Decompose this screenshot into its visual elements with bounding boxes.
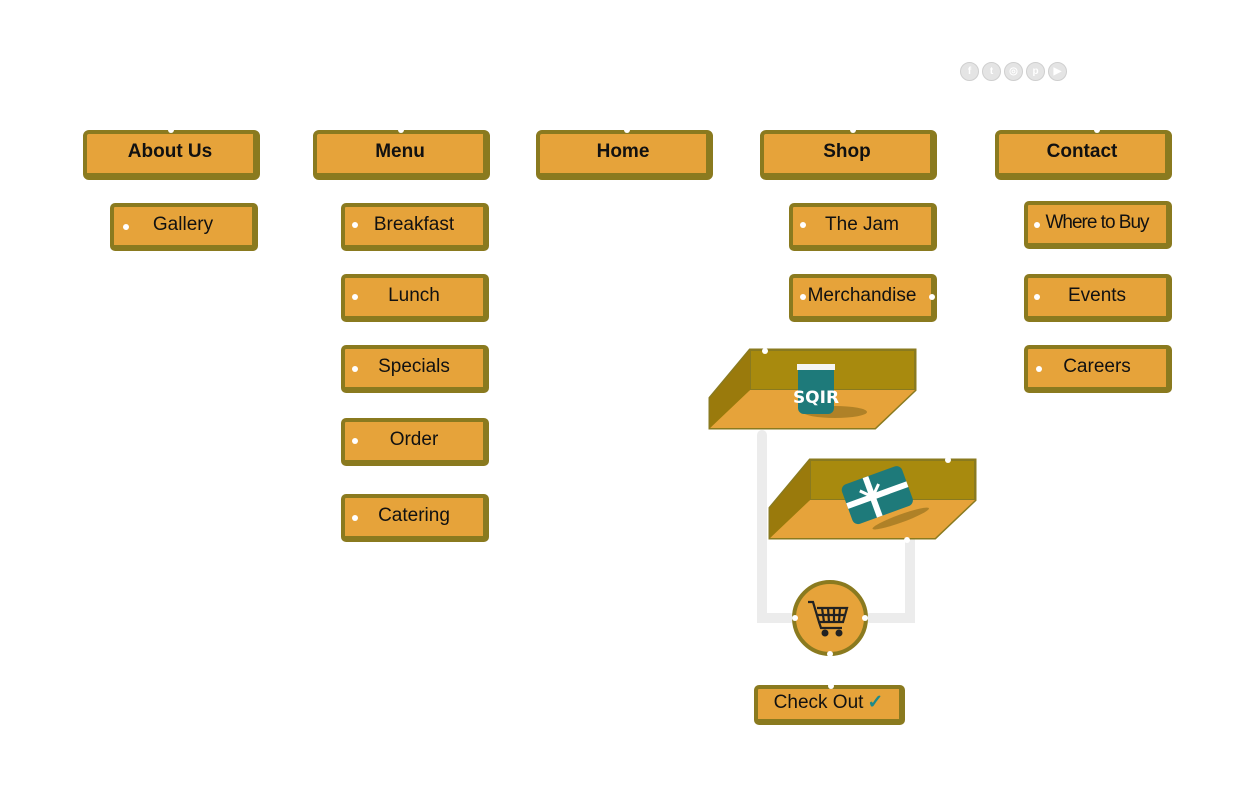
nav-contact[interactable]: Contact: [995, 130, 1172, 180]
checkout-button[interactable]: Check Out ✓: [754, 685, 905, 725]
connector-dot: [850, 127, 856, 133]
connector-dot: [1036, 366, 1042, 372]
nav-events-label: Events: [1067, 284, 1127, 306]
connector-dot: [352, 515, 358, 521]
cart-button[interactable]: [792, 580, 868, 657]
nav-breakfast-label: Breakfast: [373, 213, 455, 235]
nav-menu[interactable]: Menu: [313, 130, 490, 180]
connector-dot: [1034, 222, 1040, 228]
gift-card-icon: [841, 466, 929, 530]
twitter-icon[interactable]: t: [982, 62, 1001, 81]
nav-where-to-buy-label: Where to Buy: [1045, 211, 1149, 233]
connector-dot: [1034, 294, 1040, 300]
nav-breakfast[interactable]: Breakfast: [341, 203, 489, 251]
nav-home[interactable]: Home: [536, 130, 713, 180]
social-links: f t ◎ p ▶: [960, 62, 1067, 81]
nav-events[interactable]: Events: [1024, 274, 1172, 322]
nav-specials-label: Specials: [378, 355, 450, 377]
connector-dot: [168, 127, 174, 133]
nav-catering-label: Catering: [378, 504, 450, 526]
nav-catering[interactable]: Catering: [341, 494, 489, 542]
nav-about-us-label: About Us: [127, 140, 213, 162]
connector-dot: [929, 294, 935, 300]
nav-where-to-buy[interactable]: Where to Buy: [1024, 201, 1172, 249]
nav-specials[interactable]: Specials: [341, 345, 489, 393]
nav-shop[interactable]: Shop: [760, 130, 937, 180]
nav-contact-label: Contact: [1046, 140, 1118, 162]
connector-dot: [398, 127, 404, 133]
nav-about-us[interactable]: About Us: [83, 130, 260, 180]
nav-merchandise-label: Merchandise: [807, 284, 917, 306]
nav-order-label: Order: [389, 428, 439, 450]
connector-dot: [624, 127, 630, 133]
cart-icon: [808, 600, 849, 637]
nav-order[interactable]: Order: [341, 418, 489, 466]
connector-dot: [352, 222, 358, 228]
nav-menu-label: Menu: [375, 140, 425, 162]
checkmark-icon: ✓: [867, 692, 884, 713]
nav-the-jam[interactable]: The Jam: [789, 203, 937, 251]
nav-shop-label: Shop: [823, 140, 871, 162]
nav-careers[interactable]: Careers: [1024, 345, 1172, 393]
connector-dot: [800, 222, 806, 228]
nav-lunch[interactable]: Lunch: [341, 274, 489, 322]
jar-label: SQIR: [793, 388, 839, 408]
checkout-label: Check Out: [773, 691, 864, 713]
connector-dot: [1094, 127, 1100, 133]
jam-jar-icon: SQIR: [793, 364, 867, 418]
nav-merchandise[interactable]: Merchandise: [789, 274, 937, 322]
nav-the-jam-label: The Jam: [825, 213, 899, 235]
pinterest-icon[interactable]: p: [1026, 62, 1045, 81]
nav-gallery[interactable]: Gallery: [110, 203, 258, 251]
connector-dot: [352, 438, 358, 444]
connector-dot: [800, 294, 806, 300]
nav-careers-label: Careers: [1063, 355, 1131, 377]
nav-gallery-label: Gallery: [152, 213, 214, 235]
facebook-icon[interactable]: f: [960, 62, 979, 81]
connector-dot: [828, 683, 834, 689]
youtube-icon[interactable]: ▶: [1048, 62, 1067, 81]
connector-dot: [352, 294, 358, 300]
shop-illustration: SQIR: [708, 348, 977, 657]
connector-dot: [352, 366, 358, 372]
connector-dot: [123, 224, 129, 230]
nav-lunch-label: Lunch: [388, 284, 440, 306]
nav-home-label: Home: [596, 140, 650, 162]
instagram-icon[interactable]: ◎: [1004, 62, 1023, 81]
